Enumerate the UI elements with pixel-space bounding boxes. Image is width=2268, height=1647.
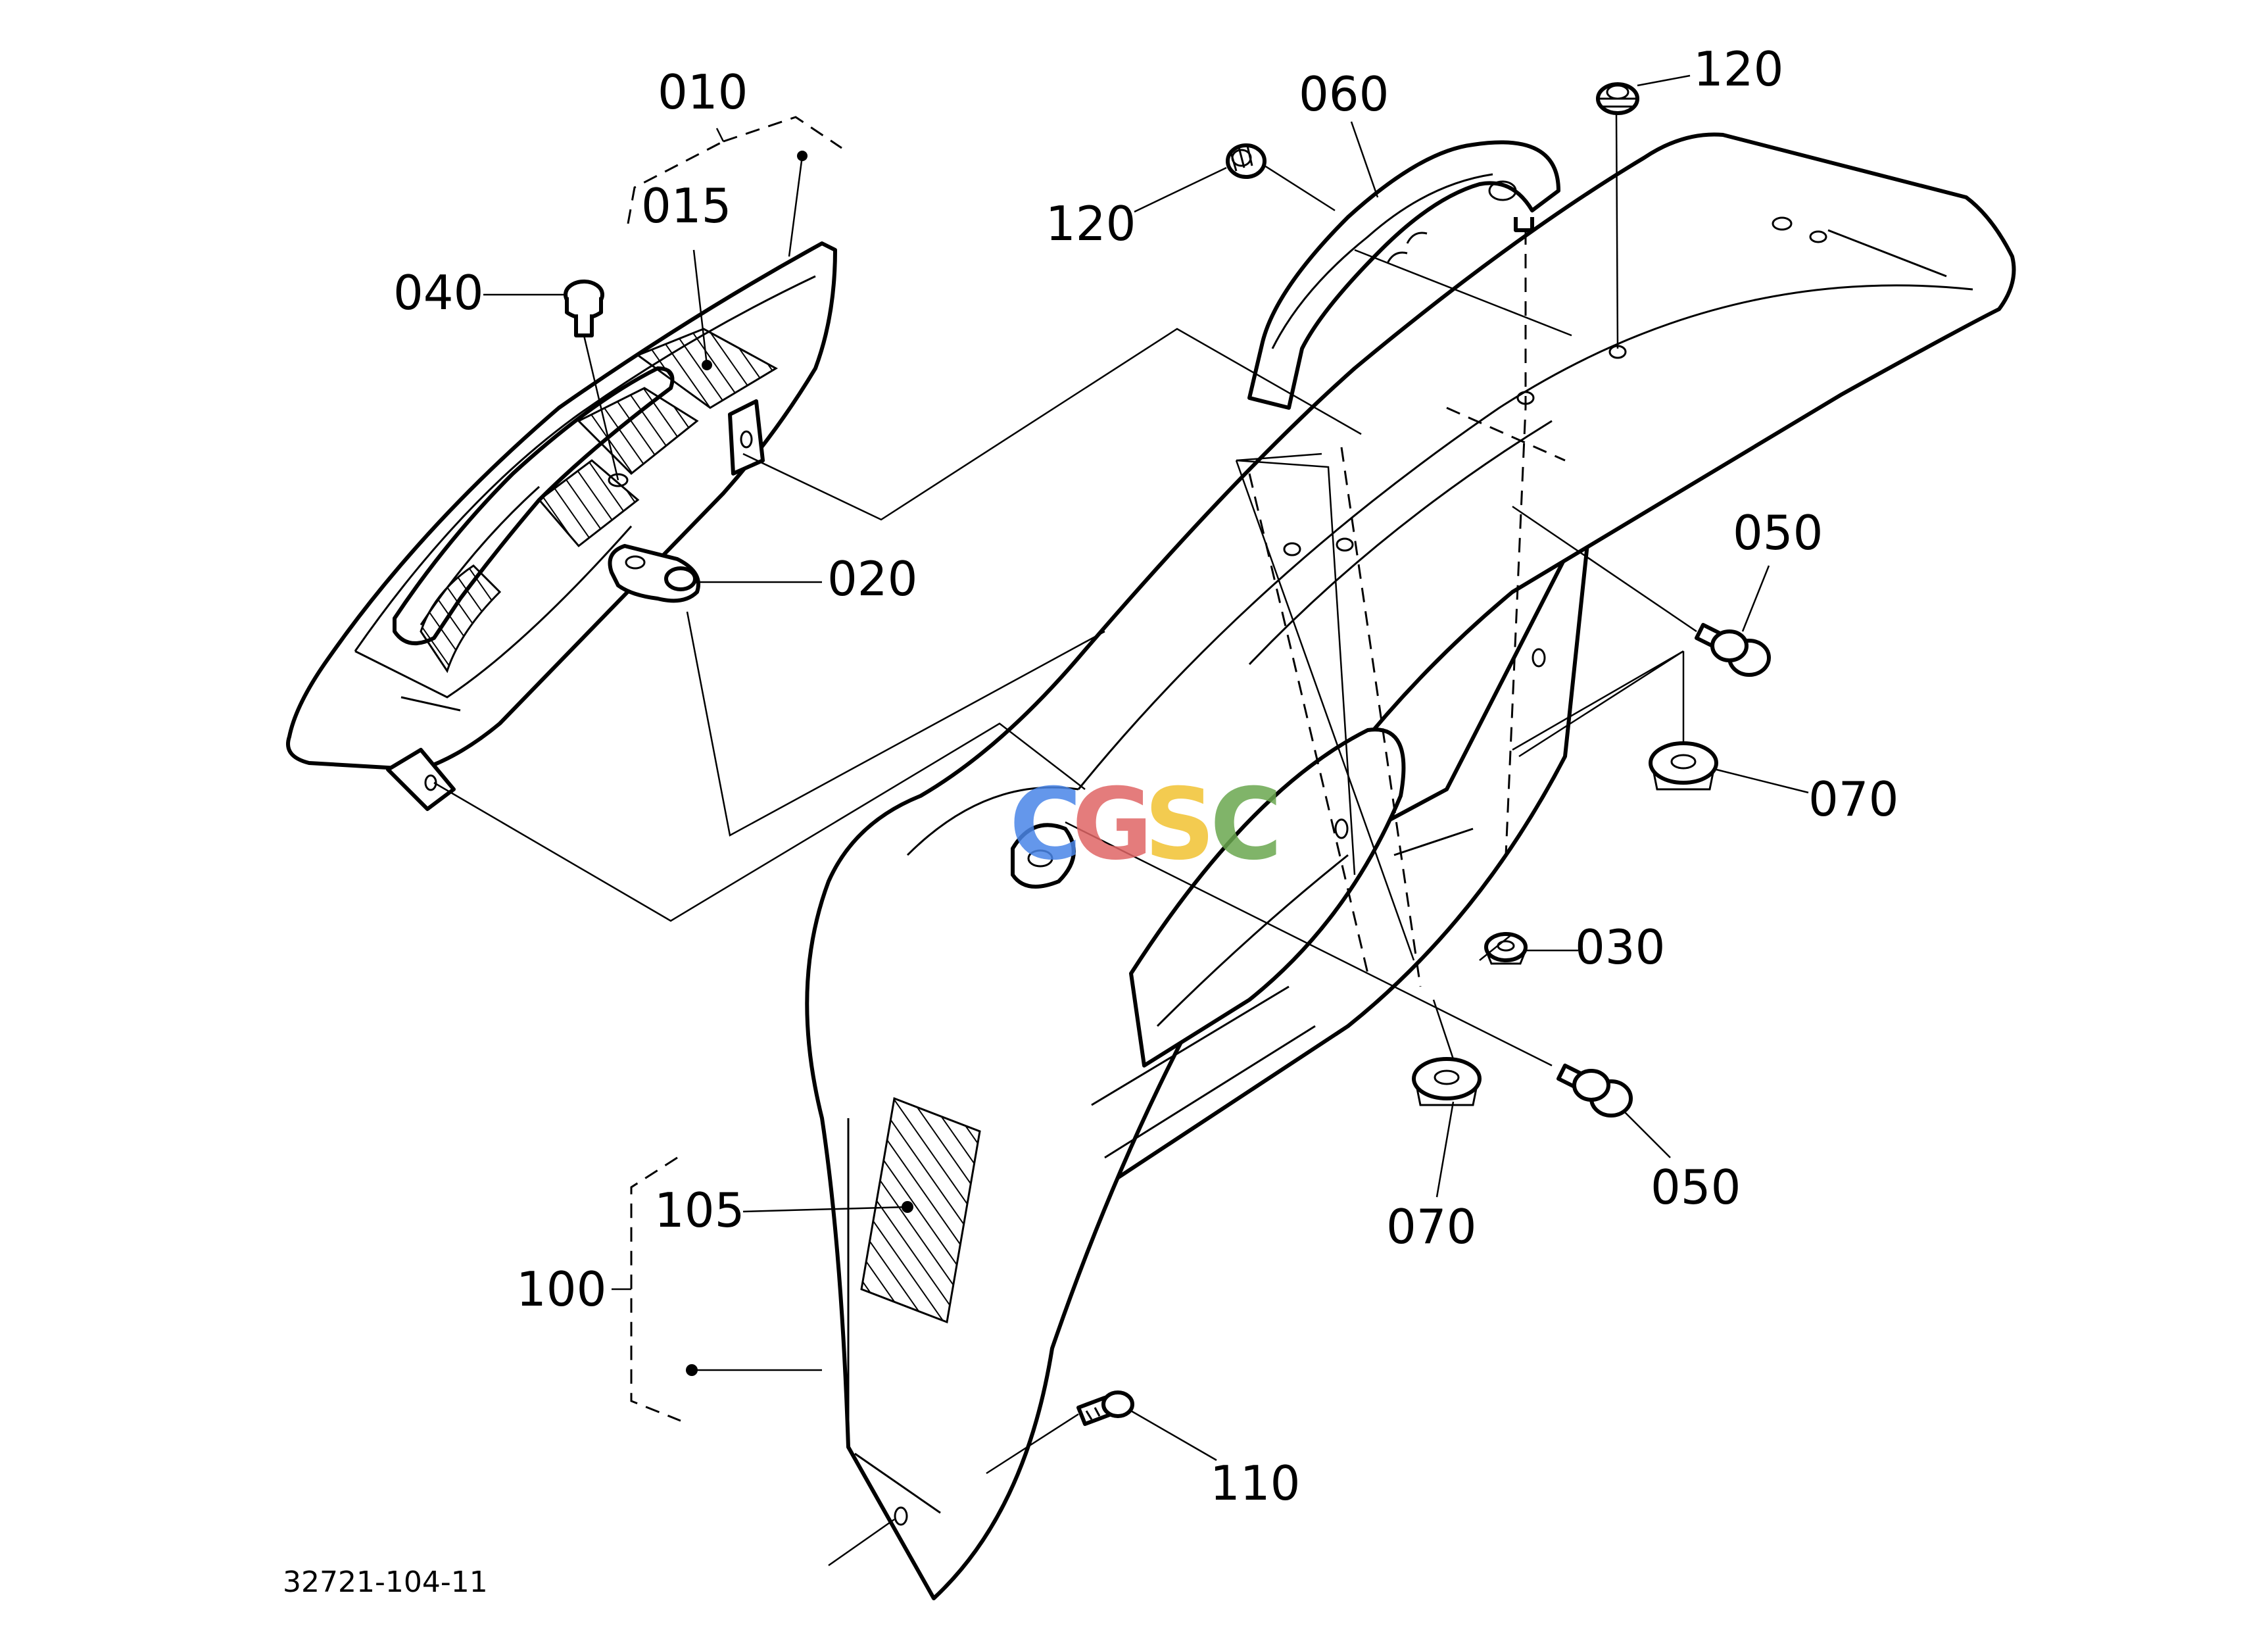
watermark-letter: G (1072, 768, 1153, 882)
callout-120-right: 120 (1693, 41, 1783, 97)
step-plate (286, 241, 837, 811)
flange-nut-070-upper (1649, 741, 1718, 791)
callout-030: 030 (1575, 920, 1665, 975)
grommet-120-right (1596, 82, 1639, 115)
callout-labels: 010 015 040 020 120 060 120 050 070 030 … (283, 41, 1898, 1599)
fender-body (805, 132, 2016, 1600)
leader-lines (433, 112, 1697, 1567)
callout-leaders (483, 74, 1809, 1462)
callout-010: 010 (658, 64, 748, 120)
callout-020: 020 (827, 551, 917, 606)
watermark-letter: C (1009, 768, 1082, 882)
callout-100: 100 (516, 1262, 606, 1317)
callout-015: 015 (641, 178, 731, 234)
callout-070-upper: 070 (1808, 772, 1898, 827)
screw-110 (1076, 1390, 1134, 1426)
handle-grip-060 (1247, 140, 1560, 410)
callout-060: 060 (1299, 66, 1389, 122)
watermark: C G S C (1009, 768, 1282, 882)
callout-050-upper: 050 (1733, 505, 1823, 560)
callout-120-left: 120 (1046, 196, 1136, 251)
bolt-040 (564, 280, 604, 337)
watermark-letter: S (1144, 768, 1215, 882)
callout-110: 110 (1210, 1456, 1300, 1511)
callout-040: 040 (393, 265, 483, 320)
callout-050-lower: 050 (1651, 1160, 1741, 1215)
grommet-120-left (1226, 143, 1267, 179)
nut-030 (1484, 932, 1528, 965)
callout-070-lower: 070 (1386, 1199, 1476, 1254)
bolt-050-upper (1695, 623, 1771, 677)
callout-105: 105 (654, 1183, 744, 1238)
flange-nut-070-lower (1412, 1057, 1482, 1106)
decal-105 (860, 1096, 981, 1324)
bolt-050-lower (1556, 1064, 1633, 1118)
document-number: 32721-104-11 (283, 1565, 488, 1599)
clamp-plate-020 (608, 544, 700, 603)
watermark-letter: C (1210, 768, 1282, 882)
